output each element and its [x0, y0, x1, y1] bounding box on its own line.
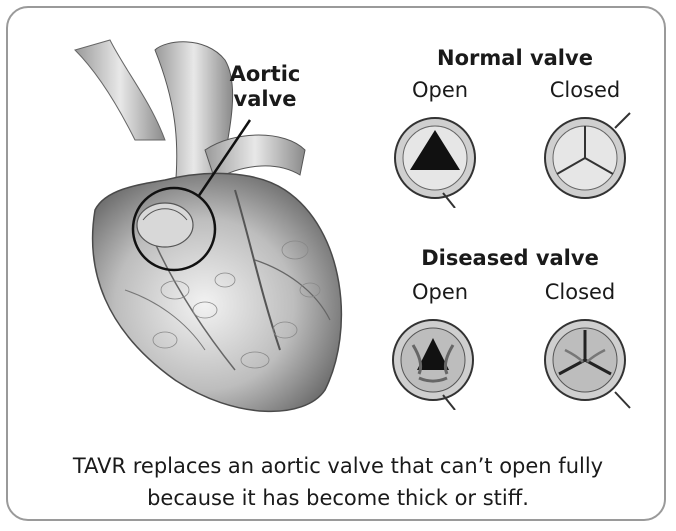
- normal-closed-valve-illustration: [535, 108, 635, 208]
- diseased-closed-label: Closed: [525, 280, 635, 304]
- diseased-open-valve-illustration: [383, 310, 483, 410]
- caption-line-2: because it has become thick or stiff.: [20, 482, 656, 514]
- normal-open-valve-illustration: [385, 108, 485, 208]
- aortic-valve-label: Aortic valve: [215, 62, 315, 112]
- diseased-closed-valve-illustration: [535, 310, 635, 410]
- callout-line-2: valve: [215, 87, 315, 112]
- diseased-valve-title: Diseased valve: [380, 246, 640, 270]
- diseased-open-label: Open: [390, 280, 490, 304]
- callout-line-1: Aortic: [215, 62, 315, 87]
- normal-valve-title: Normal valve: [390, 46, 640, 70]
- caption-line-1: TAVR replaces an aortic valve that can’t…: [20, 450, 656, 482]
- normal-closed-label: Closed: [530, 78, 640, 102]
- normal-open-label: Open: [390, 78, 490, 102]
- caption: TAVR replaces an aortic valve that can’t…: [20, 450, 656, 514]
